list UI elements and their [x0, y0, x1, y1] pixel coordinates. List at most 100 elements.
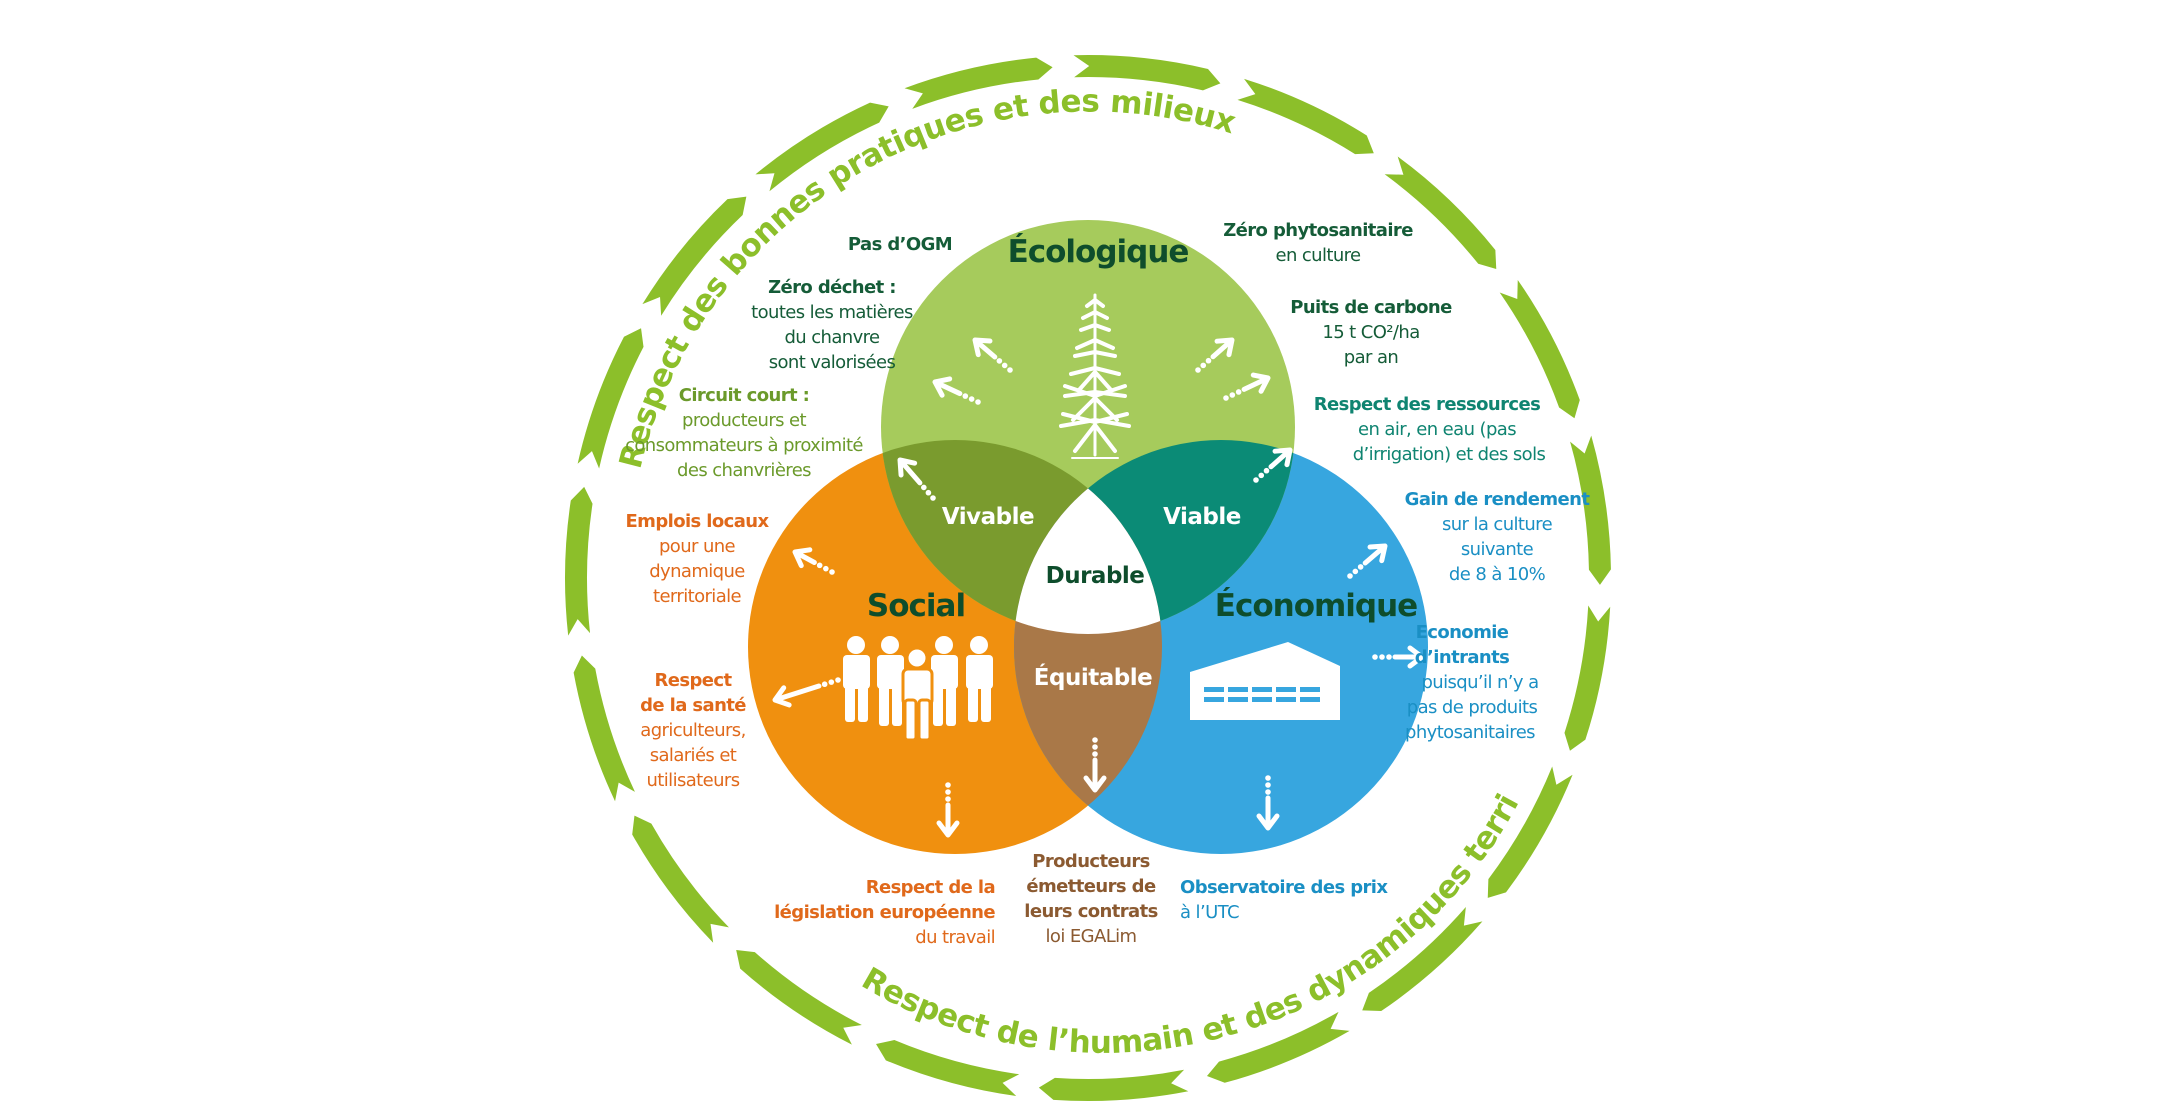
ring-arrow-segment [577, 328, 644, 469]
note-line: d’intrants [1415, 647, 1509, 668]
note-line: Producteurs [1032, 851, 1149, 872]
dotted-arrow-icon [792, 547, 835, 575]
dotted-arrow-icon [972, 337, 1013, 373]
note-line: territoriale [653, 586, 742, 607]
dotted-arrow-icon [772, 677, 841, 708]
note-line: des chanvrières [677, 460, 811, 481]
note-line: loi EGALim [1046, 926, 1137, 947]
dotted-arrow-icon [897, 457, 936, 501]
note-line: par an [1344, 347, 1398, 368]
dotted-arrow-icon [1083, 737, 1107, 793]
title-economique: Économique [1215, 588, 1417, 624]
note-zero-phyto: Zéro phytosanitaire en culture [1223, 220, 1413, 266]
note-line: Respect des ressources [1314, 394, 1540, 415]
note-line: Emplois locaux [625, 511, 769, 532]
ring-arrow-segment [755, 102, 889, 192]
label-viable: Viable [1163, 504, 1241, 530]
dotted-arrow-icon [932, 376, 981, 405]
label-vivable: Vivable [942, 504, 1034, 530]
note-gain-rendement: Gain de rendement sur la culture suivante d… [1405, 489, 1591, 585]
note-line: agriculteurs, [640, 720, 745, 741]
note-line: Respect [655, 670, 733, 691]
dotted-arrow-icon [1372, 645, 1425, 669]
ring-arrow-segment [1499, 279, 1580, 419]
dotted-arrow-icon [1347, 543, 1388, 579]
note-line: Respect de la [866, 877, 995, 898]
note-line: 15 t CO²/ha [1322, 322, 1419, 343]
label-equitable: Équitable [1034, 663, 1152, 691]
dotted-arrow-icon [1256, 775, 1280, 831]
note-emplois-locaux: Emplois locaux pour une dynamique territori… [625, 511, 769, 607]
note-line: consommateurs à proximité [625, 435, 863, 456]
dotted-arrow-icon [1223, 372, 1271, 401]
lens-durable [1014, 440, 1162, 634]
note-line: phytosanitaires [1405, 722, 1535, 743]
arrows [772, 337, 1425, 838]
note-line: émetteurs de [1026, 876, 1156, 897]
note-line: de la santé [640, 695, 746, 716]
ring-arrow-segment [1073, 55, 1221, 91]
ring-arrow-segment [1570, 435, 1611, 585]
note-line: pas de produits [1407, 697, 1538, 718]
ring-arrow-segment [904, 57, 1053, 109]
note-observatoire: Observatoire des prix à l’UTC [1180, 877, 1388, 923]
note-line: sur la culture [1442, 514, 1553, 535]
note-line: Pas d’OGM [848, 234, 952, 255]
note-line: pour une [659, 536, 736, 557]
note-puits-carbone: Puits de carbone 15 t CO²/ha par an [1290, 297, 1452, 368]
ring-arrow-segment [1384, 156, 1497, 270]
note-respect-ressources: Respect des ressources en air, en eau (pa… [1314, 394, 1546, 465]
title-ecologique: Écologique [1008, 234, 1189, 270]
note-line: toutes les matières [751, 302, 913, 323]
label-durable: Durable [1046, 563, 1145, 589]
ring-arrow-segment [573, 655, 635, 802]
ring-arrow-segment [876, 1040, 1020, 1097]
ring-arrow-segment [632, 815, 729, 943]
note-respect-sante: Respect de la santé agriculteurs, salariés … [640, 670, 746, 791]
note-line: Observatoire des prix [1180, 877, 1388, 898]
ring-arrow-segment [736, 949, 862, 1045]
ring-arrow-segment [1237, 78, 1374, 155]
note-line: salariés et [650, 745, 737, 766]
ring-arrow-segment [642, 196, 747, 316]
note-line: du travail [915, 927, 995, 948]
title-social: Social [867, 588, 965, 624]
note-line: d’irrigation) et des sols [1353, 444, 1546, 465]
note-line: producteurs et [682, 410, 806, 431]
notes: Pas d’OGM Zéro déchet : toutes les matière… [625, 220, 1591, 948]
ring-arrow-segment [1038, 1069, 1189, 1101]
note-legislation: Respect de la législation européenne du tr… [774, 877, 995, 948]
note-line: législation européenne [774, 902, 995, 923]
note-line: en air, en eau (pas [1358, 419, 1516, 440]
note-line: en culture [1275, 245, 1361, 266]
ring-arrow-segment [1206, 1011, 1350, 1083]
hemp-plant-icon [1059, 293, 1131, 459]
dotted-arrow-icon [1195, 337, 1235, 373]
note-line: suivante [1461, 539, 1534, 560]
note-line: dynamique [649, 561, 745, 582]
note-line: à l’UTC [1180, 902, 1239, 923]
note-line: Zéro déchet : [768, 277, 896, 298]
note-line: leurs contrats [1024, 901, 1157, 922]
ring-arrow-segment [1564, 605, 1611, 751]
note-zero-dechet: Zéro déchet : toutes les matières du chanv… [751, 277, 913, 373]
note-line: de 8 à 10% [1449, 564, 1546, 585]
note-line: sont valorisées [769, 352, 896, 373]
note-line: utilisateurs [647, 770, 740, 791]
note-producteurs: Producteurs émetteurs de leurs contrats loi… [1024, 851, 1157, 947]
note-line: Puits de carbone [1290, 297, 1452, 318]
people-group-icon [843, 636, 993, 742]
note-pas-ogm: Pas d’OGM [848, 234, 952, 255]
note-line: Zéro phytosanitaire [1223, 220, 1413, 241]
outer-ring [565, 55, 1611, 1101]
note-line: puisqu’il n’y a [1421, 672, 1538, 693]
ring-arrow-segment [565, 486, 593, 636]
note-line: Gain de rendement [1405, 489, 1591, 510]
note-circuit-court: Circuit court : producteurs et consommateu… [625, 385, 863, 481]
note-line: du chanvre [784, 327, 880, 348]
warehouse-icon [1190, 642, 1340, 720]
dotted-arrow-icon [1253, 447, 1293, 483]
note-line: Circuit court : [679, 385, 810, 406]
